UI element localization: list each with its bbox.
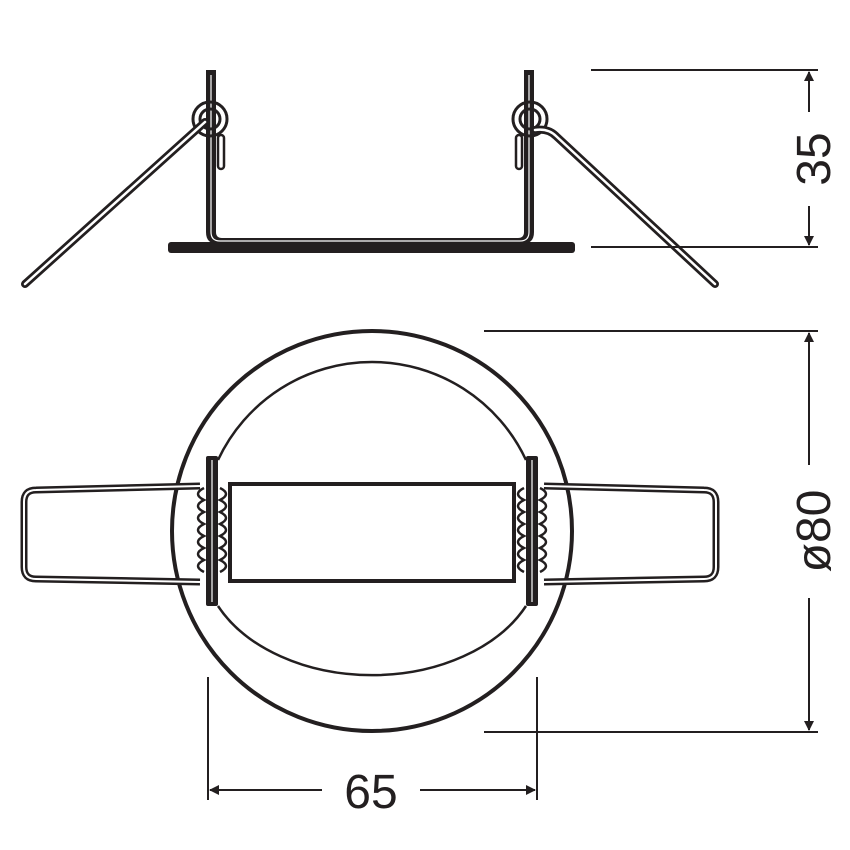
inner-opening-top-arc bbox=[216, 360, 528, 461]
right-coil-spring-icon bbox=[516, 486, 548, 574]
right-spring-arm bbox=[531, 125, 719, 288]
outer-trim-ring bbox=[170, 329, 574, 733]
right-clip-wire bbox=[543, 482, 720, 586]
housing-u-body bbox=[206, 70, 534, 244]
left-spring-pivot-icon bbox=[191, 100, 229, 171]
cutout-dimension-label: 65 bbox=[344, 766, 397, 819]
height-dimension: 35 bbox=[591, 69, 841, 248]
left-clip-wire bbox=[20, 482, 201, 586]
top-view bbox=[20, 329, 720, 733]
side-view bbox=[21, 70, 719, 288]
right-spring-pivot-icon bbox=[511, 100, 549, 171]
left-coil-spring-icon bbox=[196, 486, 228, 574]
diameter-dimension-label: ø80 bbox=[788, 490, 841, 573]
flange-base bbox=[168, 242, 575, 253]
diameter-dimension: ø80 bbox=[484, 330, 841, 733]
height-dimension-label: 35 bbox=[788, 132, 841, 185]
cutout-dimension: 65 bbox=[207, 677, 538, 819]
center-housing bbox=[228, 482, 516, 583]
left-spring-arm bbox=[21, 118, 209, 288]
inner-opening-bottom-arc bbox=[216, 605, 528, 677]
